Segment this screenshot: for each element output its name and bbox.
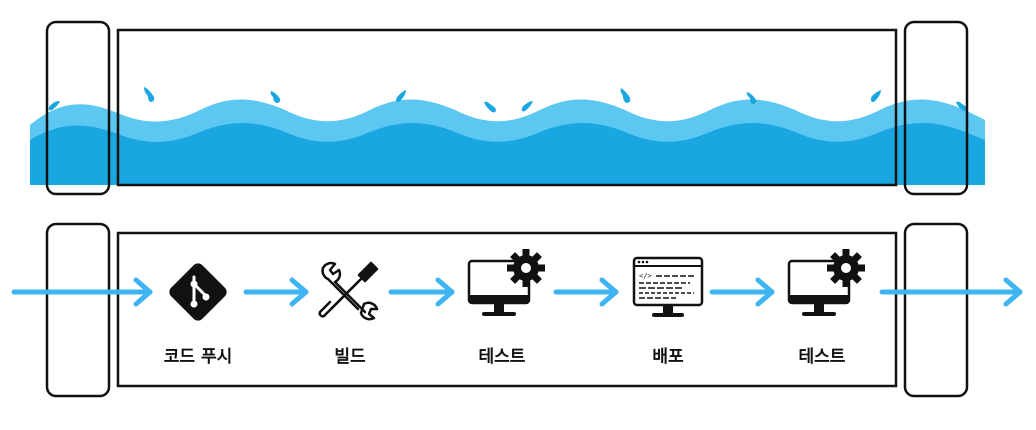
droplet bbox=[144, 87, 155, 102]
water-dark-wave bbox=[30, 123, 985, 185]
pipeline-pipe-right-flange bbox=[903, 222, 969, 398]
stage-label-code-push: 코드 푸시 bbox=[164, 347, 232, 367]
water-pipe bbox=[30, 20, 985, 196]
stage-label-test-2: 테스트 bbox=[799, 347, 846, 367]
water-pipe-left-flange bbox=[45, 20, 111, 196]
stage-labels: 코드 푸시 빌드 테스트 배포 테스트 bbox=[164, 347, 846, 367]
git-icon bbox=[169, 263, 227, 321]
droplet bbox=[620, 88, 631, 103]
arrow-4 bbox=[709, 277, 775, 307]
svg-text:</>: </> bbox=[639, 272, 652, 280]
stage-label-build: 빌드 bbox=[334, 347, 366, 367]
pipeline-pipe-left-flange bbox=[45, 222, 111, 398]
monitor-gear-icon bbox=[787, 249, 865, 316]
droplet bbox=[48, 101, 60, 111]
monitor-gear-icon bbox=[467, 249, 545, 316]
droplet bbox=[956, 101, 968, 112]
droplet bbox=[746, 92, 757, 104]
arrow-3 bbox=[553, 277, 619, 307]
arrow-out bbox=[879, 277, 1023, 307]
stage-label-deploy: 배포 bbox=[652, 347, 684, 367]
droplet bbox=[871, 90, 881, 103]
droplet bbox=[270, 91, 281, 103]
arrow-1 bbox=[243, 277, 309, 307]
droplet bbox=[484, 101, 496, 113]
flow-arrows bbox=[11, 277, 1023, 307]
code-window-icon: </> bbox=[632, 256, 704, 317]
water-droplets bbox=[48, 87, 968, 113]
water-pipe-body bbox=[116, 28, 898, 187]
pipeline-pipe-body bbox=[116, 231, 898, 388]
water-pipe-right-flange bbox=[903, 20, 969, 196]
stage-label-test: 테스트 bbox=[479, 347, 526, 367]
droplet bbox=[521, 101, 533, 112]
tools-icon bbox=[318, 261, 379, 321]
droplet bbox=[396, 90, 406, 103]
arrow-in bbox=[11, 277, 153, 307]
pipeline-pipe bbox=[45, 222, 969, 398]
arrow-2 bbox=[388, 277, 455, 307]
